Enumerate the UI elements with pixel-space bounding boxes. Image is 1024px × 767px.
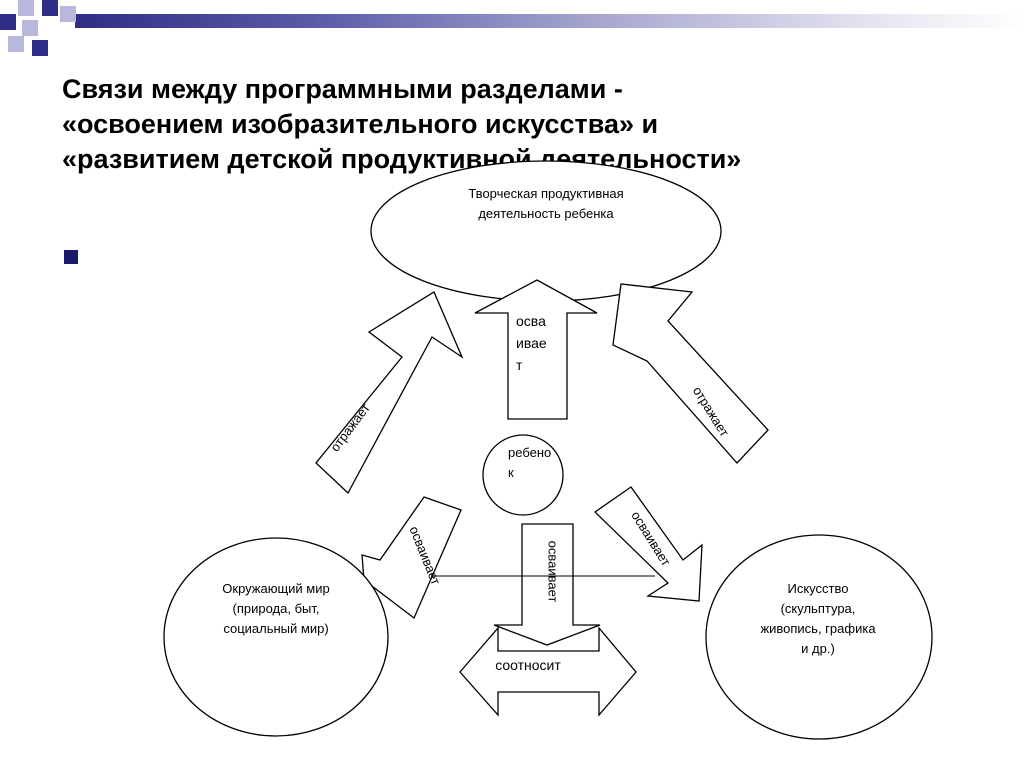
- node-left-line: (природа, быт,: [232, 601, 320, 616]
- arrow-center-down-label: осваивает: [545, 540, 561, 603]
- node-right-line: (скульптура,: [780, 601, 856, 616]
- arrow-bottom-double: [459, 626, 637, 717]
- node-top-line: деятельность ребенка: [478, 206, 614, 221]
- node-child-label: ребено к: [508, 443, 551, 483]
- node-top-label: Творческая продуктивная деятельность реб…: [416, 184, 676, 224]
- arrow-center-up-line: осва: [516, 313, 546, 329]
- arrow-left-up: [315, 291, 464, 495]
- node-left-line: социальный мир): [223, 621, 329, 636]
- node-child-line: к: [508, 465, 514, 480]
- node-left-label: Окружающий мир (природа, быт, социальный…: [186, 579, 366, 639]
- deco-square: [60, 6, 76, 22]
- deco-square: [22, 20, 38, 36]
- title-line: «освоением изобразительного искусства» и: [62, 109, 659, 139]
- deco-square: [42, 0, 58, 16]
- arrow-right-down: [593, 486, 703, 602]
- deco-square: [32, 40, 48, 56]
- node-child-line: ребено: [508, 445, 552, 460]
- arrow-center-up-line: т: [516, 357, 523, 373]
- arrow-bottom-double-label: соотносит: [495, 657, 561, 673]
- slide-title: Связи между программными разделами - «ос…: [62, 72, 962, 177]
- node-top-line: Творческая продуктивная: [468, 186, 624, 201]
- arrow-right-up: [612, 283, 769, 464]
- title-line: Связи между программными разделами -: [62, 74, 623, 104]
- arrow-center-up-label: осва ивае т: [516, 310, 547, 376]
- header-gradient-bar: [75, 14, 1024, 28]
- node-left-ellipse: [163, 537, 389, 737]
- node-right-line: Искусство: [787, 581, 849, 596]
- arrow-center-up-line: ивае: [516, 335, 547, 351]
- node-right-line: и др.): [801, 641, 835, 656]
- node-child-circle: [482, 434, 564, 516]
- node-right-label: Искусство (скульптура, живопись, графика…: [728, 579, 908, 659]
- node-right-line: живопись, графика: [760, 621, 876, 636]
- deco-square: [0, 14, 16, 30]
- arrow-center-down: [493, 523, 601, 646]
- bullet-square-icon: [64, 250, 78, 264]
- node-left-line: Окружающий мир: [222, 581, 330, 596]
- node-right-ellipse: [705, 534, 933, 740]
- node-top-ellipse: [370, 160, 722, 302]
- deco-square: [18, 0, 34, 16]
- arrow-center-up: [474, 279, 598, 420]
- deco-square: [8, 36, 24, 52]
